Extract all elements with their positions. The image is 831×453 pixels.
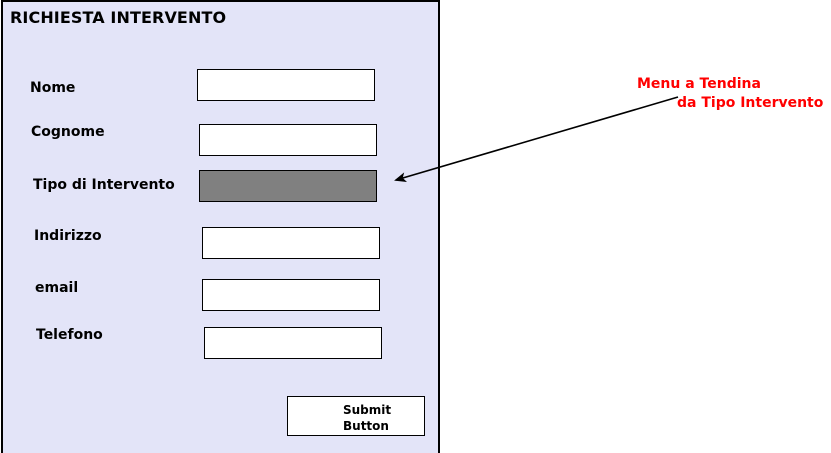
tipo-intervento-dropdown[interactable] bbox=[199, 170, 377, 202]
indirizzo-label: Indirizzo bbox=[34, 228, 102, 244]
email-input[interactable] bbox=[202, 279, 380, 311]
submit-button-label: Submit Button bbox=[343, 403, 392, 433]
cognome-label: Cognome bbox=[31, 124, 105, 140]
submit-button[interactable]: Submit Button bbox=[287, 396, 425, 436]
nome-input[interactable] bbox=[197, 69, 375, 101]
nome-label: Nome bbox=[30, 80, 76, 96]
telefono-label: Telefono bbox=[36, 327, 103, 343]
cognome-input[interactable] bbox=[199, 124, 377, 156]
telefono-input[interactable] bbox=[204, 327, 382, 359]
annotation-line-1: Menu a Tendina bbox=[637, 76, 761, 92]
annotation-line-2: da Tipo Intervento bbox=[677, 95, 824, 111]
form-title: RICHIESTA INTERVENTO bbox=[10, 8, 227, 27]
indirizzo-input[interactable] bbox=[202, 227, 380, 259]
email-label: email bbox=[35, 280, 79, 296]
tipo-intervento-label: Tipo di Intervento bbox=[33, 177, 175, 193]
